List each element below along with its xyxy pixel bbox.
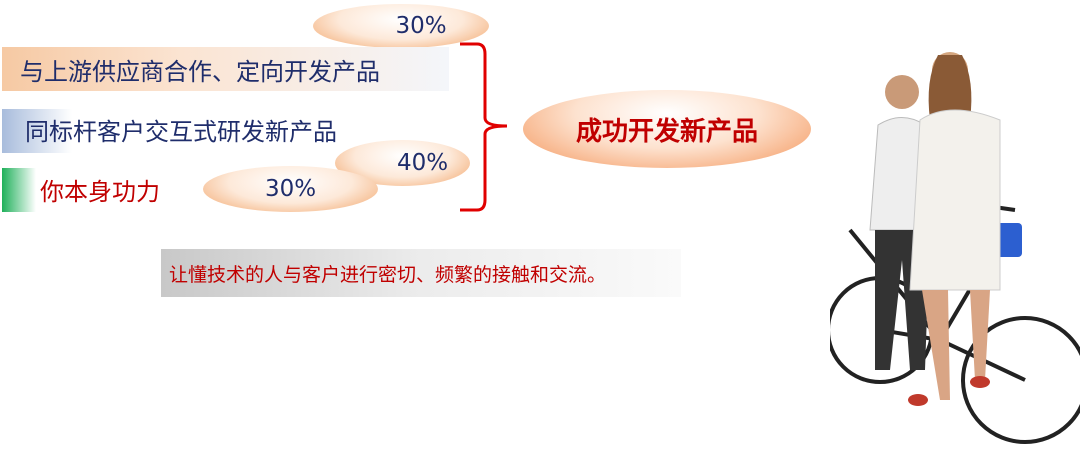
couple-on-bicycle-photo (830, 52, 1080, 444)
factor-customers-bar (2, 109, 72, 153)
note-text: 让懂技术的人与客户进行密切、频繁的接触和交流。 (169, 263, 607, 286)
brace-icon (460, 42, 508, 212)
percent-label: 30% (395, 13, 447, 39)
factor-self: 你本身功力 (40, 178, 160, 206)
result-label: 成功开发新产品 (575, 116, 758, 147)
factor-label: 与上游供应商合作、定向开发产品 (20, 57, 380, 86)
factor-customers: 同标杆客户交互式研发新产品 (25, 118, 337, 146)
factor-suppliers: 与上游供应商合作、定向开发产品 (2, 47, 449, 91)
percent-bubble-3: 30% (203, 166, 378, 212)
note-box: 让懂技术的人与客户进行密切、频繁的接触和交流。 (161, 249, 681, 297)
factor-self-bar (2, 168, 36, 212)
result-bubble: 成功开发新产品 (523, 90, 811, 168)
percent-bubble-1: 30% (313, 4, 489, 48)
percent-label: 40% (396, 150, 449, 176)
percent-label: 30% (264, 176, 317, 202)
